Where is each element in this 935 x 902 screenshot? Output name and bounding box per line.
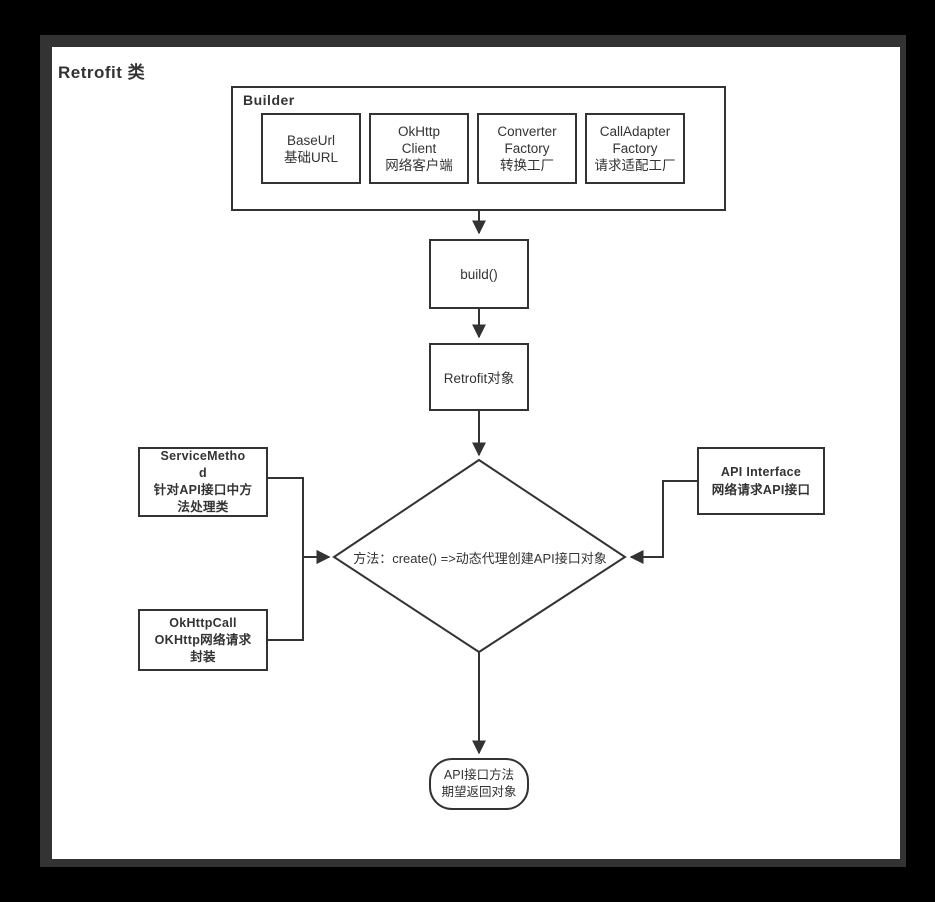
builder-item-converterfactory[interactable]: Converter Factory 转换工厂 [477, 113, 577, 184]
builder-item-line3: 网络客户端 [385, 158, 453, 173]
builder-item-line1: CallAdapter [599, 124, 671, 139]
node-build[interactable]: build() [429, 239, 529, 309]
node-retrofit-object-label: Retrofit对象 [443, 371, 515, 386]
node-service-method-line3: 针对API接口中方 [153, 483, 253, 497]
node-service-method-line1: ServiceMetho [160, 449, 246, 463]
page-title: Retrofit 类 [58, 63, 146, 82]
builder-item-line3: 转换工厂 [500, 158, 554, 173]
builder-item-okhttpclient[interactable]: OkHttp Client 网络客户端 [369, 113, 469, 184]
builder-item-line2: Factory [504, 141, 550, 156]
node-service-method-line4: 法处理类 [177, 500, 229, 514]
node-terminal-line1: API接口方法 [443, 768, 515, 782]
builder-item-line2: Factory [612, 141, 658, 156]
node-terminal-api-result[interactable]: API接口方法 期望返回对象 [430, 759, 528, 809]
builder-group-title: Builder [243, 92, 295, 108]
node-okhttp-call-line3: 封装 [190, 649, 216, 664]
node-service-method[interactable]: ServiceMetho d 针对API接口中方 法处理类 [138, 447, 268, 517]
node-okhttp-call[interactable]: OkHttpCall OKHttp网络请求 封装 [138, 609, 268, 671]
node-retrofit-object[interactable]: Retrofit对象 [429, 343, 529, 411]
node-okhttp-call-line2: OKHttp网络请求 [154, 632, 252, 647]
node-api-interface-line1: API Interface [720, 465, 802, 479]
builder-item-line1: OkHttp [397, 124, 440, 139]
builder-item-calladapterfactory[interactable]: CallAdapter Factory 请求适配工厂 [585, 113, 685, 184]
node-decision-create[interactable]: 方法：create() =>动态代理创建API接口对象 [338, 546, 622, 568]
node-decision-create-label: 方法：create() =>动态代理创建API接口对象 [353, 550, 607, 566]
builder-item-line3: 请求适配工厂 [594, 158, 676, 173]
node-api-interface[interactable]: API Interface 网络请求API接口 [697, 447, 825, 515]
builder-item-line2: Client [401, 141, 437, 156]
node-api-interface-line2: 网络请求API接口 [711, 483, 811, 497]
builder-item-line1: BaseUrl [286, 132, 335, 148]
builder-item-line2: 基础URL [283, 149, 338, 165]
builder-item-baseurl[interactable]: BaseUrl 基础URL [261, 113, 361, 184]
builder-item-line1: Converter [497, 124, 557, 139]
node-build-label: build() [460, 266, 498, 282]
node-okhttp-call-line1: OkHttpCall [169, 615, 237, 630]
node-service-method-line2: d [199, 466, 207, 480]
node-terminal-line2: 期望返回对象 [441, 785, 517, 799]
